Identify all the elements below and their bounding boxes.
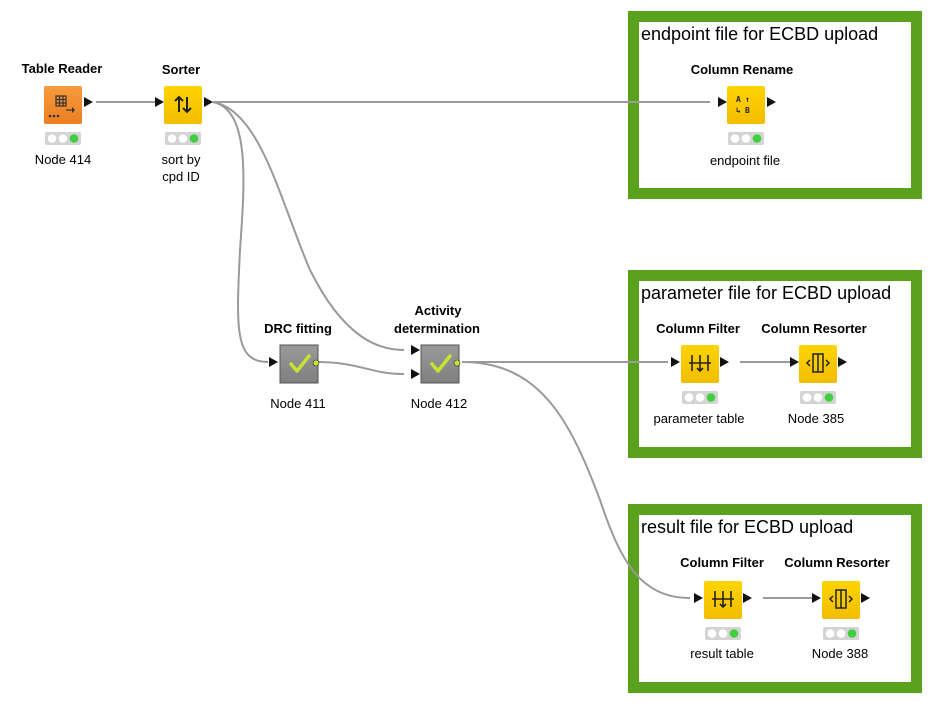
svg-text:↳: ↳ [736, 106, 741, 115]
status-traffic-light [682, 391, 718, 404]
node-label[interactable]: result table [690, 646, 754, 661]
node-table-reader[interactable] [44, 86, 93, 145]
annotation-title: parameter file for ECBD upload [641, 283, 892, 303]
node-drc-fitting[interactable] [269, 344, 320, 384]
column-resorter-icon [828, 589, 854, 609]
column-resorter-icon [805, 353, 831, 373]
node-name: Column Resorter [784, 555, 890, 570]
status-dot [312, 359, 320, 367]
node-sorter[interactable] [155, 86, 213, 145]
node-name: Column Filter [656, 321, 740, 336]
connection [212, 101, 405, 351]
node-label[interactable]: Node 414 [34, 152, 92, 167]
status-traffic-light [823, 627, 859, 640]
node-column-resorter-385[interactable] [790, 345, 847, 404]
node-label[interactable]: Node 388 [811, 646, 869, 661]
status-traffic-light [165, 132, 201, 145]
column-rename-icon: A ↑ ↳ B [736, 95, 750, 115]
column-filter-icon [712, 591, 734, 609]
status-traffic-light [45, 132, 81, 145]
node-label[interactable]: Node 385 [787, 411, 845, 426]
status-dot [453, 359, 461, 367]
node-name: Activity [414, 303, 462, 318]
svg-text:A: A [736, 95, 741, 104]
status-traffic-light [728, 132, 764, 145]
connection [461, 361, 691, 599]
annotation-parameter[interactable]: parameter file for ECBD upload [628, 270, 922, 458]
node-name: Table Reader [21, 61, 103, 76]
node-column-rename[interactable]: A ↑ ↳ B [718, 86, 776, 145]
checkmark-icon [430, 354, 452, 373]
node-activity-determination[interactable] [411, 344, 461, 384]
node-column-filter-result[interactable] [694, 581, 752, 640]
svg-text:B: B [745, 106, 750, 115]
node-label[interactable]: Node 412 [410, 396, 468, 411]
connection [315, 361, 405, 375]
node-name: determination [394, 321, 480, 336]
annotation-endpoint[interactable]: endpoint file for ECBD upload [628, 11, 922, 199]
status-traffic-light [800, 391, 836, 404]
node-name: Column Filter [680, 555, 764, 570]
node-label[interactable]: parameter table [653, 411, 745, 426]
node-label[interactable]: sort by [161, 152, 201, 167]
node-name: Sorter [161, 62, 201, 77]
column-filter-icon [689, 355, 711, 373]
node-name: Column Rename [690, 62, 794, 77]
node-name: DRC fitting [264, 321, 332, 336]
sort-arrows-icon [174, 95, 192, 114]
node-label[interactable]: Node 411 [270, 396, 326, 411]
node-label[interactable]: endpoint file [709, 153, 781, 168]
node-column-filter-parameter[interactable] [671, 345, 729, 404]
table-reader-icon [55, 95, 72, 111]
svg-text:↑: ↑ [745, 95, 750, 104]
connection [212, 101, 269, 363]
node-name: Column Resorter [761, 321, 867, 336]
checkmark-icon [289, 354, 311, 373]
node-column-resorter-388[interactable] [812, 581, 870, 640]
status-traffic-light [705, 627, 741, 640]
annotation-title: result file for ECBD upload [641, 517, 854, 537]
node-label[interactable]: cpd ID [162, 169, 200, 184]
annotation-title: endpoint file for ECBD upload [641, 24, 879, 44]
